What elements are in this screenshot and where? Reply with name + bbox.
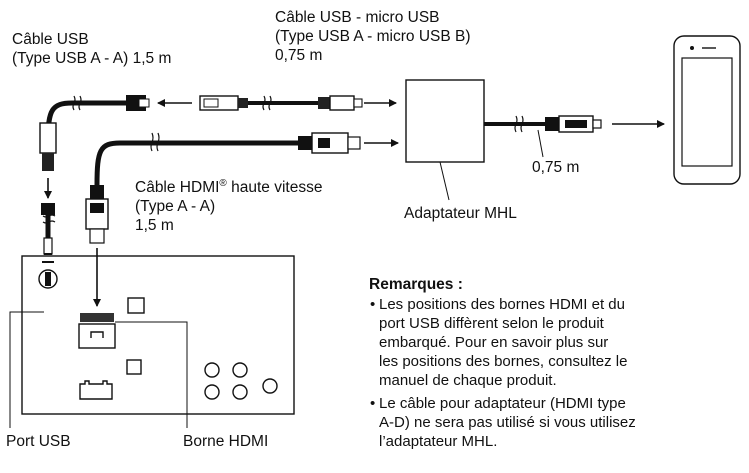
rca-jack — [262, 378, 278, 394]
rca-jack — [204, 384, 220, 400]
unit-square-port-bottom — [126, 359, 142, 375]
usb-cable-label: Câble USB (Type USB A - A) 1,5 m — [12, 30, 171, 68]
hdmi-cable-label-line2: (Type A - A) — [135, 198, 216, 215]
hdmi-cable-label: Câble HDMI® haute vitesse (Type A - A) 1… — [135, 178, 322, 235]
usb-cable — [39, 95, 150, 263]
hdmi-cable-speed: haute vitesse — [226, 179, 323, 196]
hdmi-cable — [85, 132, 399, 244]
note-bullet: • — [370, 296, 376, 313]
usb-port — [38, 269, 58, 289]
rca-jack — [232, 384, 248, 400]
micro-usb-cable-label: Câble USB - micro USB (Type USB A - micr… — [275, 8, 471, 65]
note-item: • Les positions des bornes HDMI et du po… — [369, 295, 744, 390]
usb-port-label: Port USB — [6, 433, 71, 450]
note-bullet: • — [370, 395, 376, 412]
notes-title: Remarques : — [369, 276, 463, 293]
mhl-adapter — [405, 79, 665, 163]
usb-cable-label-line2: (Type USB A - A) 1,5 m — [12, 50, 172, 67]
mhl-adapter-label: Adaptateur MHL — [404, 205, 517, 222]
micro-usb-label-line3: 0,75 m — [275, 47, 323, 64]
rca-jack — [204, 362, 220, 378]
hdmi-cable-label-line3: 1,5 m — [135, 217, 174, 234]
registered-mark: ® — [219, 177, 227, 189]
connect-arrows — [44, 178, 101, 307]
note-item: • Le câble pour adaptateur (HDMI type A-… — [369, 394, 744, 451]
unit-square-port-top — [127, 297, 145, 314]
hdmi-cable-label-line1: Câble HDMI® haute vitesse — [135, 178, 322, 197]
micro-usb-label-line1: Câble USB - micro USB — [275, 9, 440, 26]
hdmi-socket — [78, 313, 116, 349]
note-line: port USB diffèrent selon le produit — [379, 315, 604, 332]
rca-jack — [232, 362, 248, 378]
head-unit — [21, 255, 295, 415]
leader-lines — [9, 129, 544, 428]
smartphone — [673, 35, 741, 185]
note-line: A-D) ne sera pas utilisé si vous utilise… — [379, 414, 636, 431]
hdmi-cable-name: Câble HDMI — [135, 179, 220, 196]
note-line: Les positions des bornes HDMI et du — [379, 296, 625, 313]
note-line: l’adaptateur MHL. — [379, 433, 498, 450]
note-line: manuel de chaque produit. — [379, 372, 557, 389]
mhl-cable-length-label: 0,75 m — [532, 159, 580, 176]
usb-micro-usb-cable — [157, 95, 397, 111]
cable-breaks — [42, 95, 524, 224]
usb-cable-label-line1: Câble USB — [12, 31, 89, 48]
micro-usb-label-line2: (Type USB A - micro USB B) — [275, 28, 471, 45]
hdmi-terminal-label: Borne HDMI — [183, 433, 269, 450]
notes-section: Remarques : • Les positions des bornes H… — [369, 275, 744, 455]
note-line: les positions des bornes, consultez le — [379, 353, 628, 370]
note-line: Le câble pour adaptateur (HDMI type — [379, 395, 626, 412]
note-line: embarqué. Pour en savoir plus sur — [379, 334, 609, 351]
unit-connector-socket — [79, 380, 113, 400]
